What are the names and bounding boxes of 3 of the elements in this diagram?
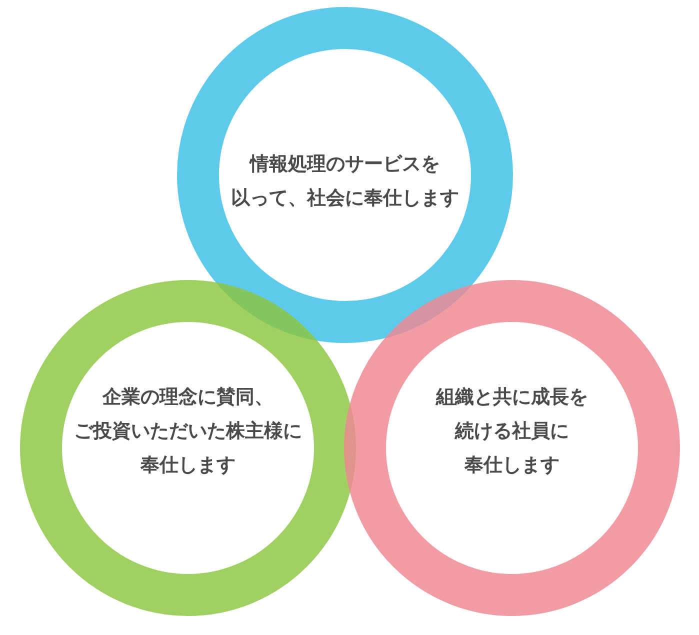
ring-text: 組織と共に成長を続ける社員に奉仕します [434,385,589,478]
ring-text: 情報処理のサービスを以って、社会に奉仕します [230,152,460,211]
ring-text: 企業の理念に賛同、ご投資いただいた株主様に奉仕します [73,385,303,478]
